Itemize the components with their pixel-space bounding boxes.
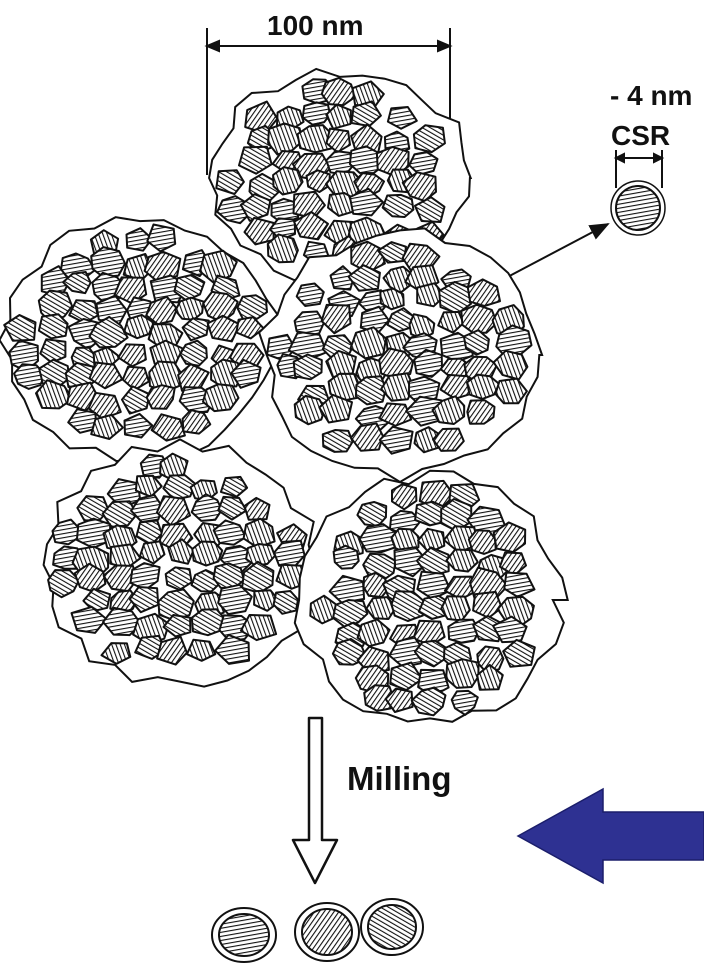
crystallite xyxy=(323,430,353,452)
single-crystallite xyxy=(611,181,665,235)
label-4nm: - 4 nm xyxy=(610,82,692,110)
blue-block-arrow xyxy=(518,789,704,883)
crystallite xyxy=(461,305,497,333)
crystallite xyxy=(175,298,203,320)
milling-arrow xyxy=(293,718,337,883)
agglomerate xyxy=(0,217,281,463)
crystallite xyxy=(334,546,359,569)
crystallite xyxy=(53,520,79,545)
milled-particle xyxy=(212,908,276,962)
label-csr: CSR xyxy=(611,122,670,150)
milled-particle xyxy=(295,903,359,961)
crystallite xyxy=(469,530,496,554)
crystallite xyxy=(467,400,494,424)
agglomerate xyxy=(295,471,568,722)
dimension-csr xyxy=(616,150,662,188)
label-100nm: 100 nm xyxy=(267,12,364,40)
crystallite xyxy=(446,659,478,688)
pointer-arrow xyxy=(498,224,608,282)
crystallite xyxy=(192,542,222,566)
agglomerates xyxy=(0,69,568,722)
milled-particles xyxy=(212,899,423,962)
crystallite xyxy=(237,295,267,319)
agglomerate xyxy=(44,439,318,686)
milled-particle xyxy=(361,899,423,955)
crystallite xyxy=(91,247,125,277)
crystallite xyxy=(441,596,470,620)
label-milling: Milling xyxy=(347,762,451,795)
